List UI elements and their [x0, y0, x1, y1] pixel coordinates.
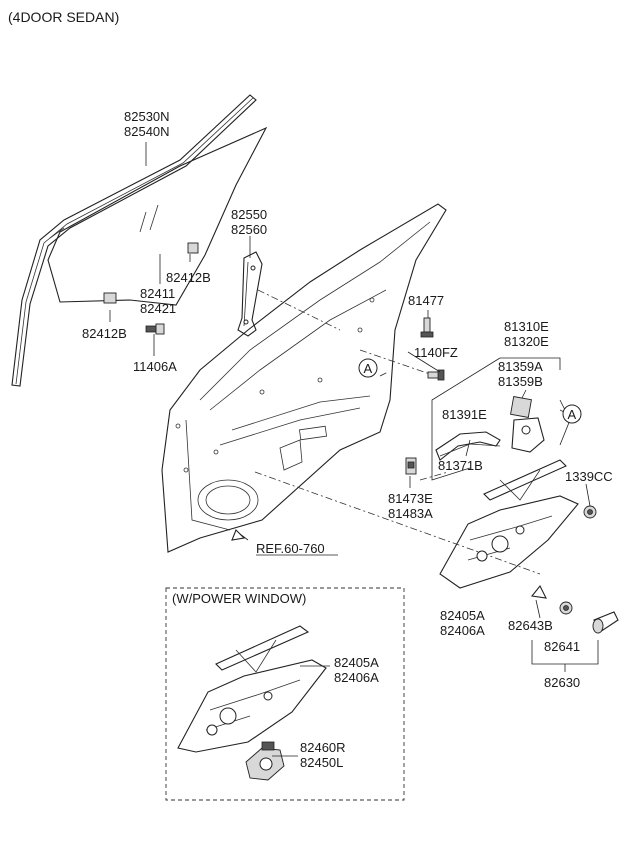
svg-text:A: A	[364, 361, 373, 376]
label-11406A: 11406A	[133, 359, 177, 374]
glass-run-channel	[11, 94, 257, 387]
svg-text:A: A	[568, 407, 577, 422]
label-ref: REF.60-760	[256, 541, 325, 556]
label-81391E: 81391E	[442, 407, 487, 422]
ref-arrow	[231, 529, 246, 541]
label-82412B-upper: 82412B	[166, 270, 211, 285]
label-81359A: 81359A	[498, 359, 543, 374]
window-regulator	[439, 459, 579, 589]
label-81473E: 81473E	[388, 491, 433, 506]
nut-1339CC	[583, 505, 597, 519]
door-panel	[161, 203, 447, 553]
bolt-1140FZ	[427, 369, 445, 381]
label-82421: 82421	[140, 301, 176, 316]
label-1339CC: 1339CC	[565, 469, 613, 484]
label-82641: 82641	[544, 639, 580, 654]
label-82405A: 82405A	[440, 608, 485, 623]
regulator-handle	[530, 584, 619, 634]
label-81320E: 81320E	[504, 334, 549, 349]
label-82450L: 82450L	[300, 755, 343, 770]
label-81310E: 81310E	[504, 319, 549, 334]
clip-81473E	[405, 457, 417, 475]
label-82540N: 82540N	[124, 124, 170, 139]
label-82411: 82411	[140, 286, 175, 301]
label-82550: 82550	[231, 207, 267, 222]
label-82406A-pw: 82406A	[334, 670, 379, 685]
label-1140FZ: 1140FZ	[414, 345, 458, 360]
label-82530N: 82530N	[124, 109, 170, 124]
label-82643B: 82643B	[508, 618, 553, 633]
part-labels: 82530N 82540N 82550 82560 82412B 82411 8…	[82, 109, 613, 770]
door-latch-assembly	[431, 357, 571, 481]
power-window-regulator	[177, 625, 327, 753]
bolt-81477	[420, 317, 434, 338]
power-window-box	[165, 587, 405, 801]
label-82412B-lower: 82412B	[82, 326, 127, 341]
diagram-title: (4DOOR SEDAN)	[8, 9, 119, 25]
label-82460R: 82460R	[300, 740, 346, 755]
callout-a-door: A	[358, 358, 378, 378]
label-power-window: (W/POWER WINDOW)	[172, 591, 306, 606]
label-82406A: 82406A	[440, 623, 485, 638]
label-81371B: 81371B	[438, 458, 483, 473]
rear-channel	[237, 251, 263, 337]
label-82630: 82630	[544, 675, 580, 690]
glass-holder-lower	[103, 292, 117, 304]
label-81483A: 81483A	[388, 506, 433, 521]
label-82405A-pw: 82405A	[334, 655, 379, 670]
window-motor	[245, 741, 285, 781]
glass-holder-upper	[187, 242, 199, 254]
door-glass	[47, 126, 268, 306]
bolt-11406A	[145, 323, 165, 335]
callout-a-latch: A	[562, 404, 582, 424]
label-81477: 81477	[408, 293, 444, 308]
label-82560: 82560	[231, 222, 267, 237]
label-81359B: 81359B	[498, 374, 543, 389]
